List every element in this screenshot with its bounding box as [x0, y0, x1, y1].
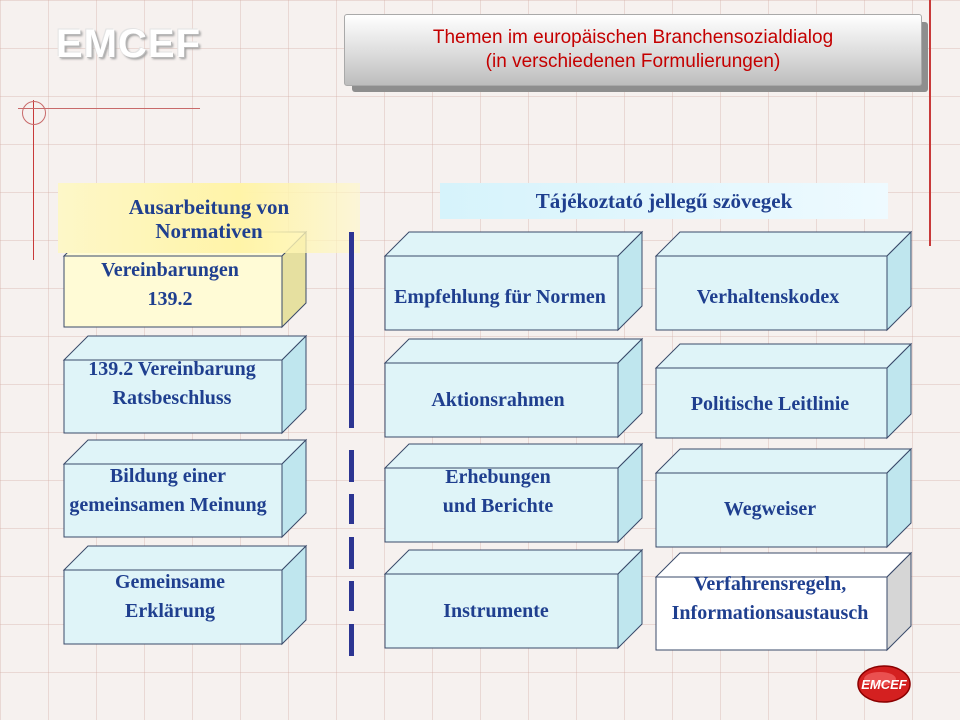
left-box-label-2: 139.2 Vereinbarung Ratsbeschluss [88, 358, 256, 409]
mid-box-shape-1 [383, 230, 644, 332]
left-box-front-face [63, 569, 283, 645]
mid-box-shape-2 [383, 337, 644, 439]
right-box-label-4: Verfahrensregeln, Informationsaustausch [671, 573, 869, 624]
mid-box-shape-4 [383, 548, 644, 650]
header-left-text: Ausarbeitung von Normativen [128, 195, 290, 243]
right-box-shape-3 [654, 447, 913, 549]
mid-box-front-face [384, 573, 619, 649]
top-right-vertical-line [929, 0, 931, 246]
divider-dash [349, 450, 354, 482]
mid-box-top-face [383, 231, 644, 257]
mid-box-label-1: Empfehlung für Normen [394, 285, 606, 308]
title-line-2: (in verschiedenen Formulierungen) [485, 51, 781, 72]
right-box-front-face [655, 255, 888, 331]
left-box-shape-4 [62, 544, 308, 646]
mid-box-front-face [384, 467, 619, 543]
left-vertical-line [33, 100, 34, 260]
mid-box-front-face [384, 362, 619, 438]
title-line-1: Themen im europäischen Branchensozialdia… [432, 27, 834, 48]
right-box-label-2: Politische Leitlinie [690, 392, 850, 415]
mid-box-label-3: Erhebungen und Berichte [442, 466, 554, 517]
mid-box-front-face [384, 255, 619, 331]
left-box-top-face [62, 545, 308, 571]
left-box-top-face [62, 439, 308, 465]
left-box-shape-3 [62, 438, 308, 539]
right-box-shape-2 [654, 342, 913, 440]
badge-text: EMCEF [861, 677, 908, 692]
right-box-label-3: Wegweiser [723, 497, 817, 520]
right-box-label-1: Verhaltenskodex [696, 285, 840, 308]
mid-box-shape-3 [383, 442, 644, 544]
title-box: Themen im europäischen Branchensozialdia… [344, 14, 922, 86]
mid-box-top-face [383, 338, 644, 364]
right-box-top-face [654, 231, 913, 257]
crosshair-decoration [22, 101, 46, 125]
mid-box-label-2: Aktionsrahmen [431, 388, 565, 411]
header-right-text: Tájékoztató jellegű szövegek [535, 189, 793, 213]
divider-solid [349, 232, 354, 428]
right-box-front-face [655, 472, 888, 548]
header-right: Tájékoztató jellegű szövegek [440, 183, 888, 219]
right-box-shape-1 [654, 230, 913, 332]
divider-dash [349, 581, 354, 611]
left-box-shape-2 [62, 334, 308, 435]
right-box-top-face [654, 448, 913, 474]
left-horizontal-line [18, 108, 200, 109]
right-box-top-face [654, 343, 913, 369]
left-box-front-face [63, 463, 283, 538]
mid-box-top-face [383, 549, 644, 575]
left-box-front-face [63, 359, 283, 434]
emcef-logo-text: EMCEF [56, 22, 201, 66]
divider-dash [349, 494, 354, 524]
left-box-front-face [63, 255, 283, 328]
right-box-front-face [655, 367, 888, 439]
header-left: Ausarbeitung von Normativen [58, 183, 360, 253]
right-box-shape-4 [654, 551, 913, 652]
divider-dash [349, 624, 354, 656]
emcef-badge-icon: EMCEF [857, 665, 911, 703]
mid-box-label-4: Instrumente [443, 599, 549, 622]
left-box-label-3: Bildung einer gemeinsamen Meinung [69, 465, 267, 516]
left-box-label-4: Gemeinsame Erklärung [115, 571, 225, 622]
divider-dash [349, 537, 354, 569]
right-box-front-face [655, 576, 888, 651]
